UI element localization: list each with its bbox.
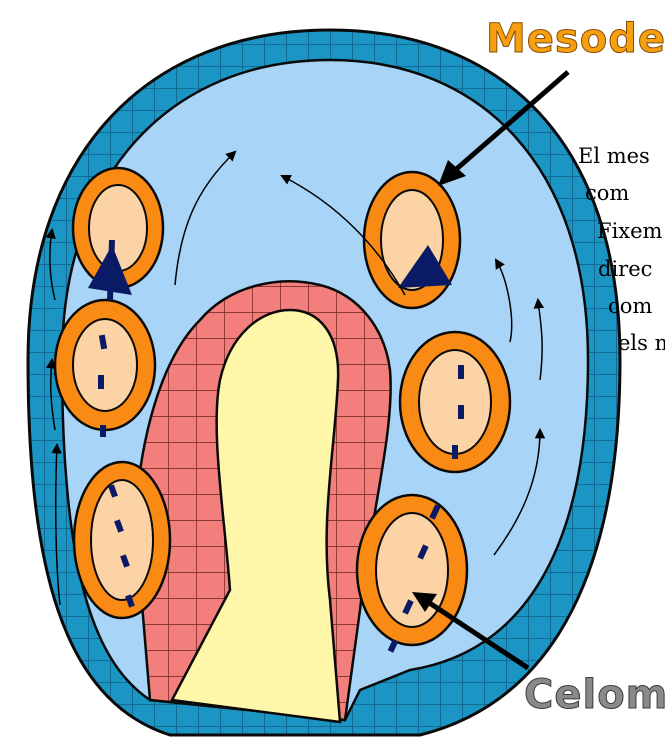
mesoderm-label: Mesoderm: [486, 16, 665, 62]
side-text-line-3: Fixem: [597, 219, 663, 243]
side-text-line-1: El mes: [578, 144, 650, 168]
mesoderm-pouch-left-middle: [55, 300, 155, 430]
mesoderm-pouch-right-top: [364, 172, 460, 308]
side-text-line-6: els m: [618, 331, 665, 355]
side-text-line-5: com: [608, 294, 652, 318]
mesoderm-pouch-left-bottom: [74, 462, 170, 618]
celoma-label: Celoma: [524, 672, 665, 718]
mesoderm-pouch-right-bottom: [357, 495, 467, 645]
side-text-line-2: com: [585, 181, 629, 205]
side-text-line-4: direc: [598, 257, 652, 281]
